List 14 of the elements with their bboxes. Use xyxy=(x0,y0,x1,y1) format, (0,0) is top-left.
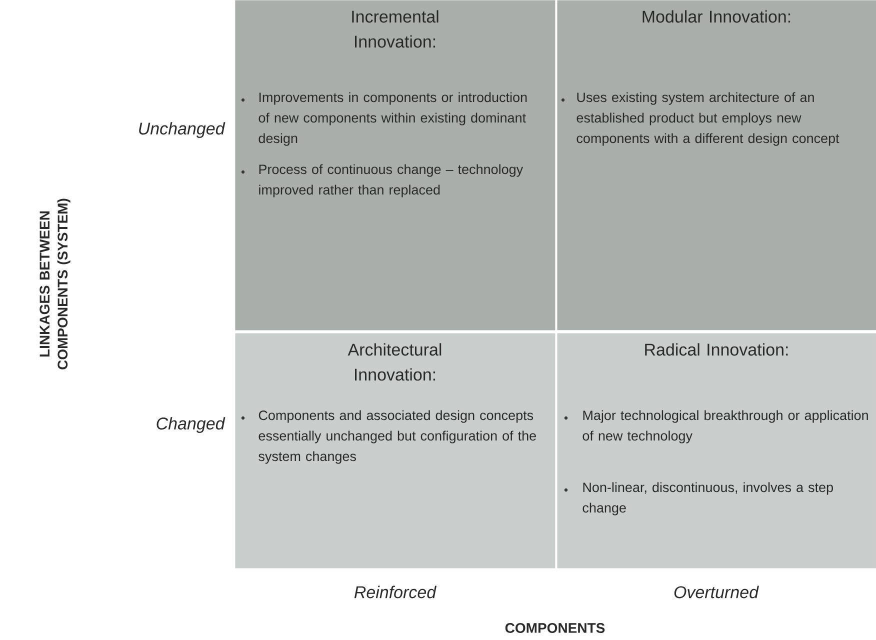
bullet-text: Components and associated design concepts essentially unchanged but configuration of the system changes xyxy=(258,410,536,464)
heading: Incremental Innovation: xyxy=(352,10,438,48)
bullet-text: Process of continuous change – technology improved rather than replaced xyxy=(259,164,524,198)
heading: Architectural Innovation: xyxy=(348,343,442,381)
axis-value: Overturned xyxy=(674,586,759,598)
axis-title: LINKAGES BETWEEN COMPONENTS (SYSTEM) xyxy=(40,198,70,370)
heading: Radical Innovation: xyxy=(645,343,788,356)
bullet-text: Major technological breakthrough or application of new technology xyxy=(582,410,868,444)
axis-value: Reinforced xyxy=(354,586,437,598)
axis-title: COMPONENTS xyxy=(505,623,605,633)
bullet-text: Uses existing system architecture of an established product but employs new components with a different design concept xyxy=(576,92,840,146)
bullet-text: Non-linear, discontinuous, involves a step change xyxy=(582,482,833,516)
heading: Modular Innovation: xyxy=(642,10,790,23)
bullet-text: Improvements in components or introduction of new components within existing dominant design xyxy=(258,92,527,146)
